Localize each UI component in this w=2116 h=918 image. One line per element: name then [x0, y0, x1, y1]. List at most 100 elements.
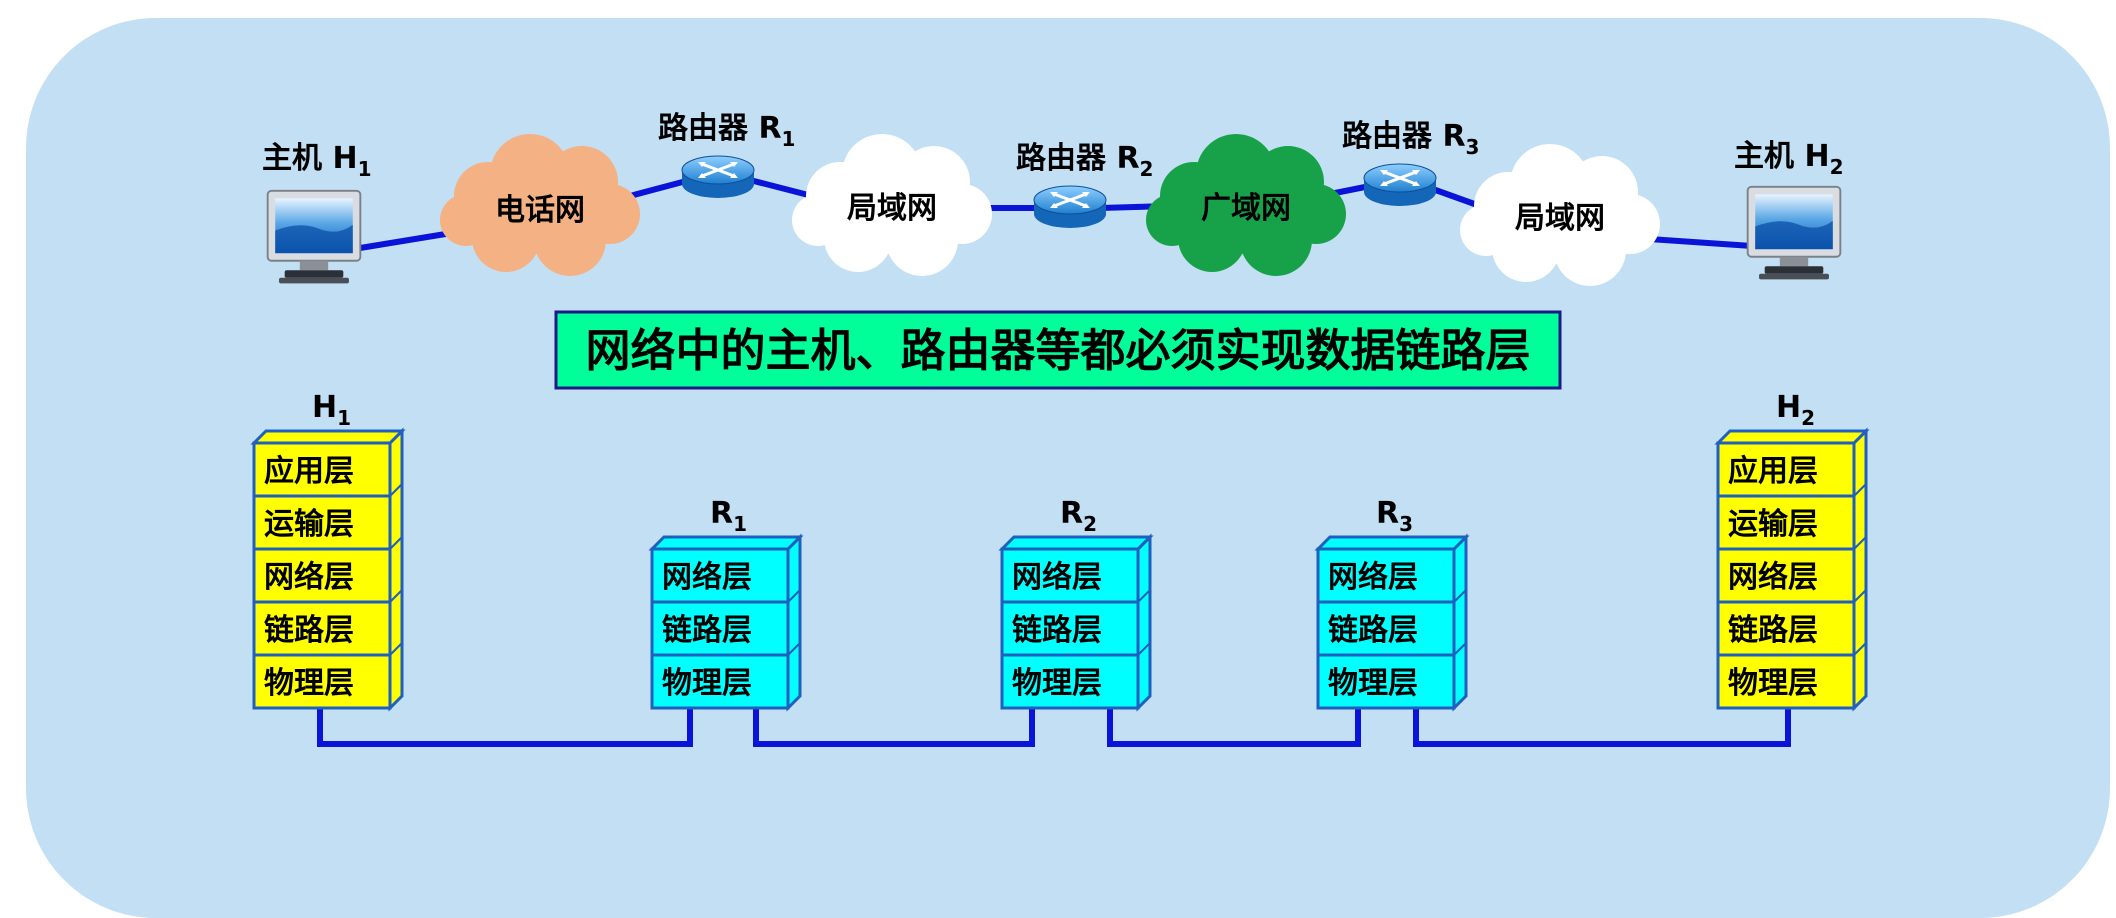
router-r3-label: 路由器 R3 — [1342, 119, 1479, 159]
network-diagram: 主机 H1 主机 H2 路由器 R1 路由器 R2 路由器 R3 电话网 — [250, 111, 1870, 747]
stack-top-face — [998, 535, 1154, 551]
layer-label: 物理层 — [1328, 666, 1418, 701]
router-r2: 路由器 R2 — [1016, 141, 1153, 230]
cloud-lan-2: 局域网 — [1460, 144, 1660, 286]
router-r2-label: 路由器 R2 — [1016, 141, 1153, 181]
host-h1-label: 主机 H1 — [262, 141, 371, 181]
router-icon — [1032, 184, 1108, 230]
layer-label: 链路层 — [1328, 613, 1418, 648]
cloud-lan-1: 局域网 — [792, 134, 992, 276]
cloud-label: 局域网 — [847, 191, 937, 226]
stack-label: R1 — [710, 496, 747, 536]
layer-label: 网络层 — [264, 560, 354, 595]
computer-icon — [266, 189, 362, 285]
stack-label: H2 — [1776, 390, 1815, 430]
protocol-stacks: H1应用层运输层网络层链路层物理层R1网络层链路层物理层R2网络层链路层物理层R… — [250, 390, 1870, 712]
cloud-label: 局域网 — [1515, 201, 1605, 236]
layer-divider — [1137, 536, 1151, 550]
layer-divider — [1137, 642, 1151, 656]
layer-divider — [1453, 589, 1467, 603]
layer-divider — [389, 589, 403, 603]
stack-label: R3 — [1376, 496, 1413, 536]
layer-box — [252, 441, 392, 498]
layer-box — [1000, 653, 1140, 710]
cloud-phone-network: 电话网 — [440, 134, 640, 276]
banner-text: 网络中的主机、路由器等都必须实现数据链路层 — [585, 324, 1530, 377]
layer-label: 网络层 — [662, 560, 752, 595]
layer-box — [1000, 547, 1140, 604]
layer-box — [252, 653, 392, 710]
layer-label: 链路层 — [662, 613, 752, 648]
cloud-icon — [1460, 144, 1660, 286]
layer-divider — [1453, 642, 1467, 656]
stack-top-face — [1314, 535, 1470, 551]
stack-label: H1 — [312, 390, 351, 430]
host-h1: 主机 H1 — [262, 141, 371, 285]
layer-box — [1716, 441, 1856, 498]
router-r1-label: 路由器 R1 — [658, 111, 795, 151]
layer-label: 物理层 — [264, 666, 354, 701]
computer-icon — [1746, 185, 1842, 281]
layer-label: 链路层 — [1012, 613, 1102, 648]
layer-label: 应用层 — [264, 454, 354, 489]
stack-top-face — [1714, 429, 1870, 445]
stack-side-face — [1136, 533, 1152, 712]
layer-divider — [1853, 483, 1867, 497]
stack-label: R2 — [1060, 496, 1097, 536]
layer-label: 网络层 — [1328, 560, 1418, 595]
layer-label: 物理层 — [1728, 666, 1818, 701]
layer-divider — [1853, 430, 1867, 444]
layer-box — [1316, 600, 1456, 657]
layer-label: 网络层 — [1728, 560, 1818, 595]
host-h2: 主机 H2 — [1734, 139, 1843, 281]
layer-box — [1000, 600, 1140, 657]
layer-label: 物理层 — [662, 666, 752, 701]
layer-divider — [1137, 589, 1151, 603]
layer-label: 链路层 — [264, 613, 354, 648]
layer-divider — [389, 536, 403, 550]
layer-label: 应用层 — [1728, 454, 1818, 489]
stack-side-face — [1452, 533, 1468, 712]
router-r1: 路由器 R1 — [658, 111, 795, 200]
layer-divider — [1853, 536, 1867, 550]
banner-box — [554, 310, 1562, 390]
router-icon — [680, 154, 756, 200]
layer-box — [1716, 653, 1856, 710]
layer-box — [1316, 653, 1456, 710]
layer-label: 链路层 — [1728, 613, 1818, 648]
layer-label: 物理层 — [1012, 666, 1102, 701]
layer-divider — [1853, 642, 1867, 656]
stack-side-face — [786, 533, 802, 712]
cloud-icon — [440, 134, 640, 276]
layer-divider — [787, 536, 801, 550]
router-icon — [1362, 162, 1438, 208]
layer-divider — [389, 483, 403, 497]
layer-label: 运输层 — [264, 507, 354, 542]
layer-box — [1716, 547, 1856, 604]
layer-divider — [389, 642, 403, 656]
stack-top-face — [648, 535, 804, 551]
stack-top-face — [250, 429, 406, 445]
cloud-wan: 广域网 — [1146, 134, 1346, 276]
host-h2-label: 主机 H2 — [1734, 139, 1843, 179]
layer-divider — [787, 642, 801, 656]
cloud-label: 广域网 — [1201, 191, 1291, 226]
cloud-label: 电话网 — [495, 193, 585, 228]
cloud-icon — [1146, 134, 1346, 276]
layer-divider — [1453, 536, 1467, 550]
router-r3: 路由器 R3 — [1342, 119, 1479, 208]
layer-box — [650, 653, 790, 710]
layer-divider — [1853, 589, 1867, 603]
layer-box — [252, 494, 392, 551]
physical-links — [317, 708, 1791, 747]
layer-box — [1316, 547, 1456, 604]
stack-side-face — [388, 427, 404, 712]
banner: 网络中的主机、路由器等都必须实现数据链路层 — [554, 310, 1562, 390]
stack-side-face — [1852, 427, 1868, 712]
layer-label: 运输层 — [1728, 507, 1818, 542]
layer-label: 网络层 — [1012, 560, 1102, 595]
